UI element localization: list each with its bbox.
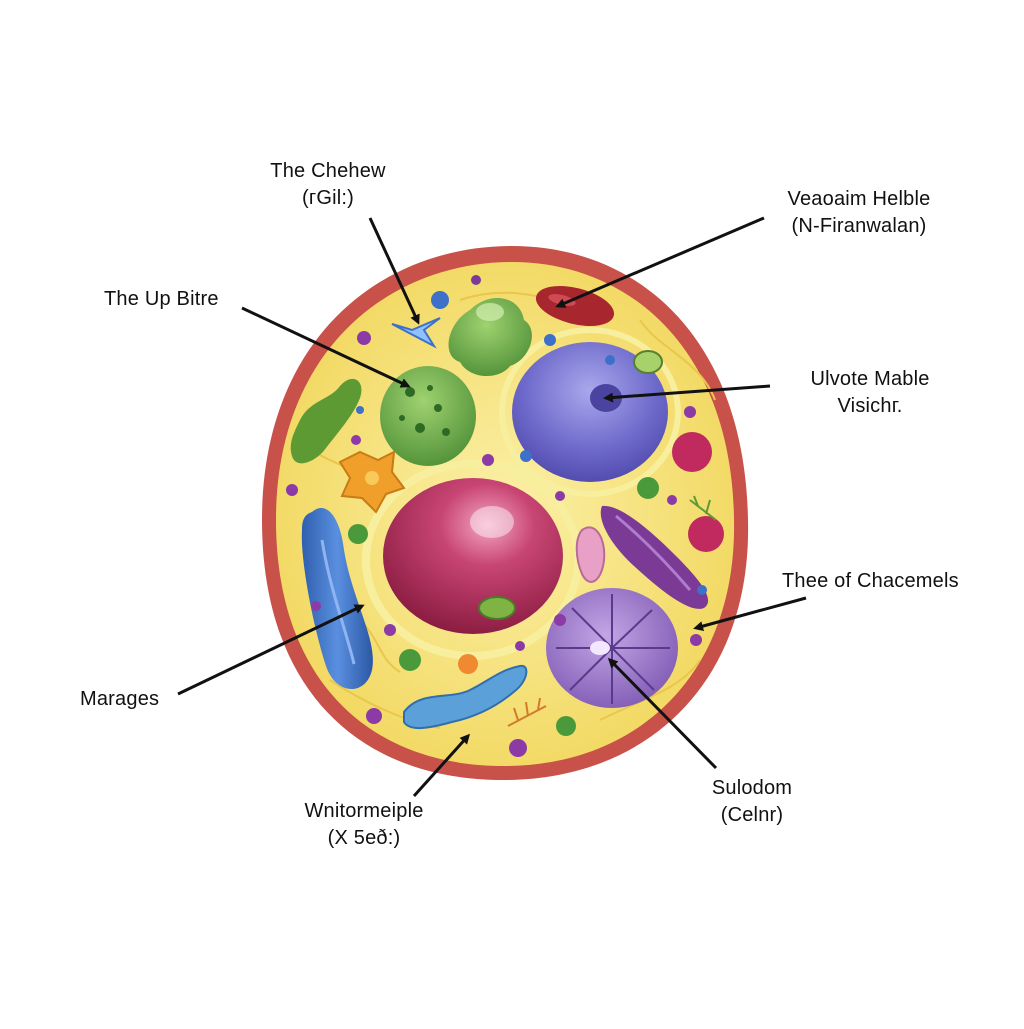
golgi-highlight (476, 303, 504, 321)
vacuole (512, 342, 668, 482)
label-upper-left-line1: The Up Bitre (104, 288, 219, 310)
label-bottom-left-line2: (X 5eð:) (327, 827, 401, 849)
nucleus (383, 478, 563, 634)
vacuole-membrane (499, 327, 681, 497)
purple-organelle (600, 505, 709, 609)
berry-organelle-lower (688, 516, 724, 552)
label-mid-right-line1: Ulvote Mable (810, 368, 930, 390)
arrow-lower-right (693, 596, 807, 631)
sprig-right (689, 495, 717, 521)
arrow-upper-left (241, 306, 411, 388)
lysosome-highlight (590, 641, 610, 655)
arrow-left (177, 604, 365, 696)
label-top-left: The Chehew (гGil:) (250, 158, 406, 212)
arrow-mid-right (603, 384, 771, 403)
label-left-line1: Marages (80, 688, 160, 710)
nucleolus (478, 596, 516, 620)
label-top-right-line2: (N-Firanwalan) (791, 215, 927, 237)
label-mid-right-line2: Visichг. (837, 395, 903, 417)
chloroplast (380, 366, 476, 466)
label-mid-right: Ulvote Mable Visichг. (772, 366, 968, 420)
mitochondrion-crista (320, 539, 356, 665)
label-top-left-line2: (гGil:) (301, 187, 354, 209)
golgi-body (448, 297, 532, 377)
arrow-top-right (555, 216, 765, 308)
label-bottom-left-line1: Wnitormeiple (304, 800, 424, 822)
vacuole-granule (633, 350, 663, 374)
endoplasmic-reticulum (403, 664, 528, 729)
label-bottom-right-line1: Sulodom (711, 777, 793, 799)
pink-organelle (575, 526, 606, 583)
label-bottom-left: Wnitormeiple (X 5eð:) (278, 798, 450, 852)
leader-arrows (177, 216, 807, 798)
label-top-right: Veaoaim Helble (N-Firanwalan) (764, 186, 954, 240)
label-lower-right: Thee of Chacemels (782, 568, 959, 595)
label-top-left-line1: The Chehew (270, 160, 386, 182)
green-organelle-left (290, 378, 362, 464)
vesicles (286, 275, 707, 757)
label-bottom-right: Sulodom (Celnr) (684, 775, 820, 829)
label-upper-left: The Up Bitre (104, 286, 219, 313)
purple-organelle-highlight (615, 514, 692, 591)
label-bottom-right-line2: (Celnr) (720, 804, 784, 826)
arrow-bottom-left (412, 733, 471, 798)
arrow-bottom-right (607, 657, 718, 770)
arrow-top-left (368, 217, 420, 325)
label-left: Marages (80, 686, 159, 713)
chloroplast-dots (399, 385, 450, 436)
mitochondrion (301, 508, 373, 690)
sprig-bottom (507, 697, 547, 727)
berry-organelle-right (672, 432, 712, 472)
blue-sprig-top (391, 317, 441, 349)
label-lower-right-line1: Thee of Chacemels (782, 570, 959, 592)
nucleus-highlight (470, 506, 514, 538)
label-top-right-line1: Veaoaim Helble (787, 188, 931, 210)
orange-organelle-center (365, 471, 379, 485)
